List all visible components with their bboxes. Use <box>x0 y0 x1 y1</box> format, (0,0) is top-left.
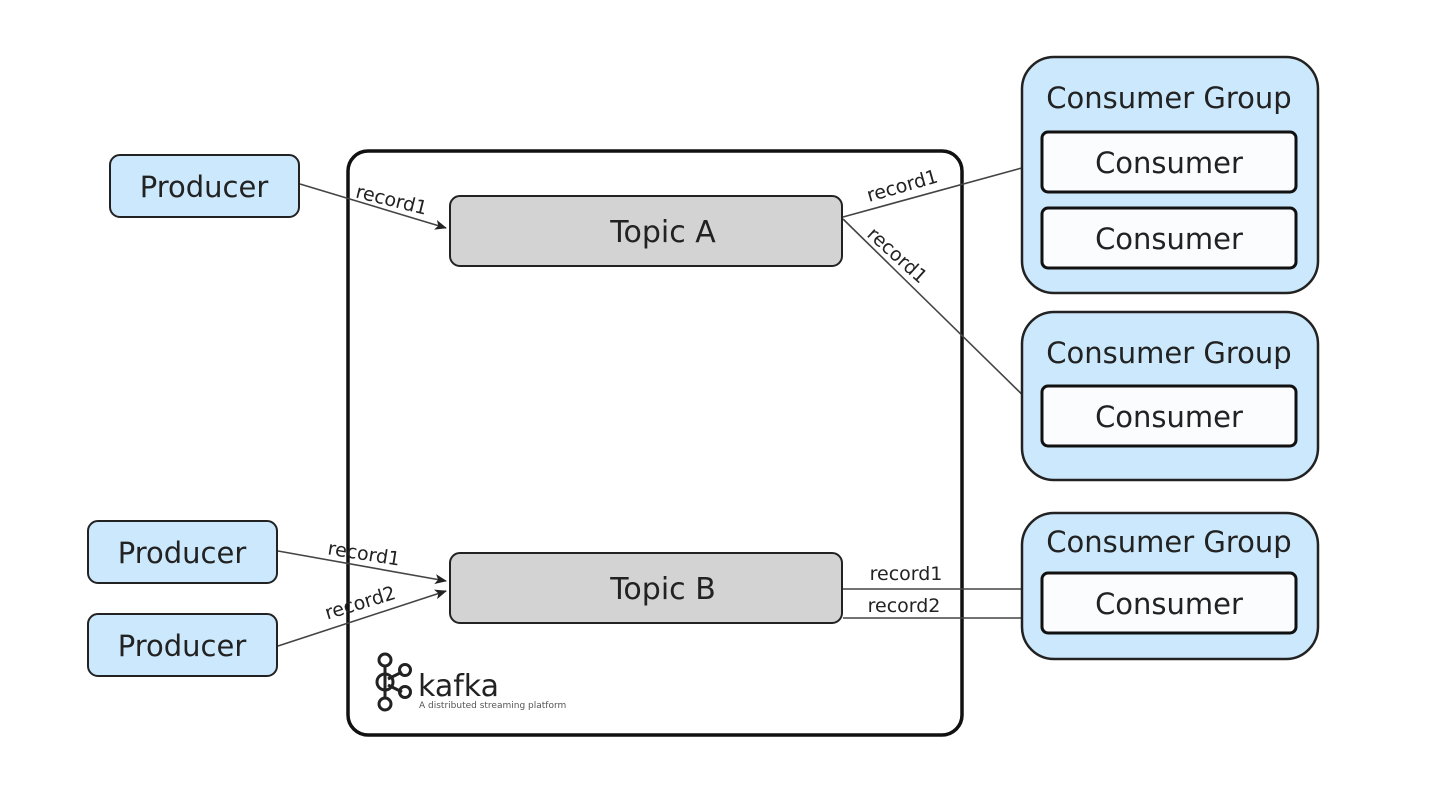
consumer-label: Consumer <box>1095 400 1243 434</box>
consumer-node: Consumer <box>1040 206 1298 270</box>
topic-label: Topic A <box>609 215 716 250</box>
edge-label: record2 <box>868 595 941 617</box>
consumer-node: Consumer <box>1040 130 1298 194</box>
producer-node: Producer <box>87 613 278 677</box>
consumer-group-title: Consumer Group <box>1046 525 1291 559</box>
edge-producer2-topicb <box>277 550 447 584</box>
edge-topica-group2 <box>842 218 1041 413</box>
consumer-group: Consumer Group Consumer Consumer <box>1020 55 1320 295</box>
producer-label: Producer <box>140 170 269 204</box>
kafka-wordmark: kafka <box>418 669 499 704</box>
kafka-logo-icon <box>375 652 412 712</box>
producer-label: Producer <box>118 536 247 570</box>
topic-label: Topic B <box>609 572 716 607</box>
kafka-logo: kafka A distributed streaming platform <box>375 652 566 712</box>
consumer-label: Consumer <box>1095 222 1243 256</box>
consumer-node: Consumer <box>1040 571 1298 635</box>
edges <box>277 161 1041 647</box>
consumer-label: Consumer <box>1095 587 1243 621</box>
consumer-group-title: Consumer Group <box>1046 336 1291 370</box>
edge-label: record1 <box>870 563 943 585</box>
consumer-group: Consumer Group Consumer <box>1020 310 1320 482</box>
producer-node: Producer <box>109 154 300 218</box>
edge-producer1-topica <box>299 183 447 230</box>
topic-node: Topic B <box>449 552 843 624</box>
consumer-label: Consumer <box>1095 146 1243 180</box>
consumer-group: Consumer Group Consumer <box>1020 511 1320 661</box>
kafka-tagline: A distributed streaming platform <box>419 701 566 711</box>
consumer-node: Consumer <box>1040 384 1298 448</box>
producer-label: Producer <box>118 629 247 663</box>
consumer-group-title: Consumer Group <box>1046 81 1291 115</box>
topic-node: Topic A <box>449 195 843 267</box>
producer-node: Producer <box>87 520 278 584</box>
edge-producer3-topicb <box>277 589 447 647</box>
edge-topica-group1 <box>842 161 1041 218</box>
